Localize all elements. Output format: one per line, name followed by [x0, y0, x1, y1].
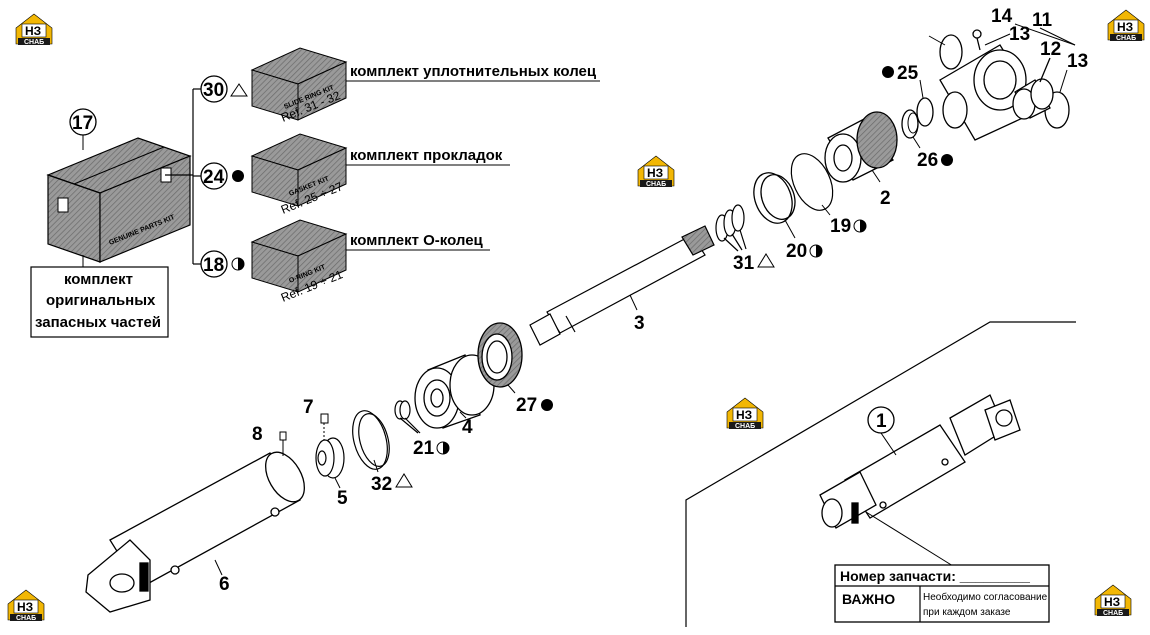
brand-logo-middle-right: НЗ СНАБ	[726, 397, 764, 430]
genuine-kit-caption-box: комплект оригинальных запасных частей	[30, 255, 169, 338]
label-part-31: 31	[733, 253, 775, 274]
svg-text:6: 6	[219, 574, 230, 595]
svg-text:СНАБ: СНАБ	[735, 423, 755, 430]
svg-text:11: 11	[1032, 10, 1053, 31]
svg-text:25: 25	[897, 63, 919, 84]
brand-logo-top-right: НЗ СНАБ	[1107, 9, 1145, 42]
svg-text:2: 2	[880, 188, 891, 209]
gasket-part-27	[477, 322, 523, 388]
svg-text:8: 8	[252, 424, 263, 445]
rod-eye-part-11	[939, 29, 1041, 141]
svg-text:27: 27	[516, 395, 537, 416]
label-part-20: 20	[784, 219, 823, 262]
nut-part-5	[315, 437, 345, 479]
order-note-line2: при каждом заказе	[923, 607, 1011, 618]
ring-part-26: 26	[901, 109, 953, 171]
svg-text:26: 26	[917, 150, 938, 171]
piston-part-4	[414, 354, 495, 429]
svg-text:5: 5	[337, 488, 348, 509]
guide-part-2	[824, 111, 898, 183]
label-part-32: 32	[371, 459, 413, 495]
oring-part-19: 19	[790, 153, 867, 237]
svg-text:оригинальных: оригинальных	[46, 292, 156, 309]
svg-text:НЗ: НЗ	[1104, 595, 1120, 609]
svg-text:30: 30	[203, 80, 224, 101]
svg-text:комплект прокладок: комплект прокладок	[350, 147, 503, 164]
brand-logo-bottom-left: НЗ СНАБ	[7, 589, 45, 622]
svg-text:4: 4	[462, 417, 473, 438]
label-part-21: 21	[413, 438, 450, 459]
genuine-parts-kit-box: GENUINE PARTS KIT	[46, 137, 192, 263]
svg-text:СНАБ: СНАБ	[24, 39, 44, 46]
svg-text:20: 20	[786, 241, 807, 262]
svg-text:запасных частей: запасных частей	[35, 314, 161, 331]
ring-part-25: 25	[882, 63, 934, 127]
order-note-line1: Необходимо согласование	[923, 591, 1048, 603]
brand-logo-bottom-right: НЗ СНАБ	[1094, 584, 1132, 617]
svg-text:1: 1	[876, 411, 887, 432]
gasket-kit: 24 GASKET KIT Ref. 25 ÷ 27 комплект прок…	[200, 133, 510, 217]
svg-text:НЗ: НЗ	[736, 408, 752, 422]
important-label: ВАЖНО	[842, 591, 895, 607]
svg-text:комплект уплотнительных колец: комплект уплотнительных колец	[350, 63, 597, 80]
svg-text:НЗ: НЗ	[1117, 20, 1133, 34]
svg-text:НЗ: НЗ	[17, 600, 33, 614]
rings-part-31	[715, 204, 747, 252]
kit-bracket	[165, 88, 201, 265]
label-part-2: 2	[871, 169, 891, 209]
svg-text:13: 13	[1009, 24, 1030, 45]
bushing-part-12: 12	[1012, 39, 1061, 120]
svg-text:21: 21	[413, 438, 435, 459]
part-number-label: Номер запчасти: _________	[840, 568, 1030, 584]
label-part-4: 4	[459, 411, 473, 438]
snap-ring-part-13-left	[928, 34, 963, 70]
slide-ring-part-32	[352, 410, 390, 470]
brand-logo-center: НЗ СНАБ	[637, 155, 675, 188]
label-part-3: 3	[629, 294, 645, 334]
svg-text:СНАБ: СНАБ	[1103, 610, 1123, 617]
svg-text:СНАБ: СНАБ	[1116, 35, 1136, 42]
svg-text:19: 19	[830, 216, 851, 237]
ring-part-20	[753, 172, 796, 224]
order-info-box: Номер запчасти: _________ ВАЖНО Необходи…	[834, 564, 1050, 623]
brand-logo-top-left: НЗ СНАБ	[15, 13, 53, 46]
assembled-cylinder-part-1	[819, 394, 1021, 529]
svg-text:24: 24	[203, 167, 225, 188]
svg-text:18: 18	[203, 255, 224, 276]
svg-text:7: 7	[303, 397, 314, 418]
svg-text:СНАБ: СНАБ	[646, 181, 666, 188]
svg-text:17: 17	[72, 113, 93, 134]
svg-text:12: 12	[1040, 39, 1061, 60]
svg-text:31: 31	[733, 253, 755, 274]
label-parts-11-14: 11 14 13	[984, 6, 1076, 46]
svg-text:комплект: комплект	[64, 271, 133, 288]
svg-text:3: 3	[634, 313, 645, 334]
oring-part-21	[394, 400, 421, 434]
svg-text:32: 32	[371, 474, 392, 495]
svg-text:НЗ: НЗ	[25, 24, 41, 38]
label-part-27: 27	[507, 384, 553, 416]
screw-part-7: 7	[303, 397, 329, 440]
kit-number-17: 17	[69, 108, 97, 150]
slide-ring-kit: 30 SLIDE RING KIT Ref. 31 - 32 комплект …	[200, 47, 600, 125]
grease-nipple-part-8: 8	[252, 424, 287, 456]
label-part-6: 6	[214, 559, 230, 595]
svg-text:13: 13	[1067, 51, 1088, 72]
svg-text:14: 14	[991, 6, 1013, 27]
order-box-pointer	[865, 511, 954, 567]
label-part-5: 5	[334, 477, 348, 509]
piston-rod-part-3	[529, 225, 715, 346]
svg-text:НЗ: НЗ	[647, 166, 663, 180]
cylinder-tube-part-6	[85, 451, 305, 613]
svg-text:СНАБ: СНАБ	[16, 615, 36, 622]
assembly-inset-frame	[685, 321, 1076, 627]
oring-kit: 18 O-RING KIT Ref. 19 ÷ 21 комплект О-ко…	[200, 219, 490, 305]
svg-text:комплект О-колец: комплект О-колец	[350, 232, 484, 249]
label-part-1: 1	[867, 406, 897, 456]
